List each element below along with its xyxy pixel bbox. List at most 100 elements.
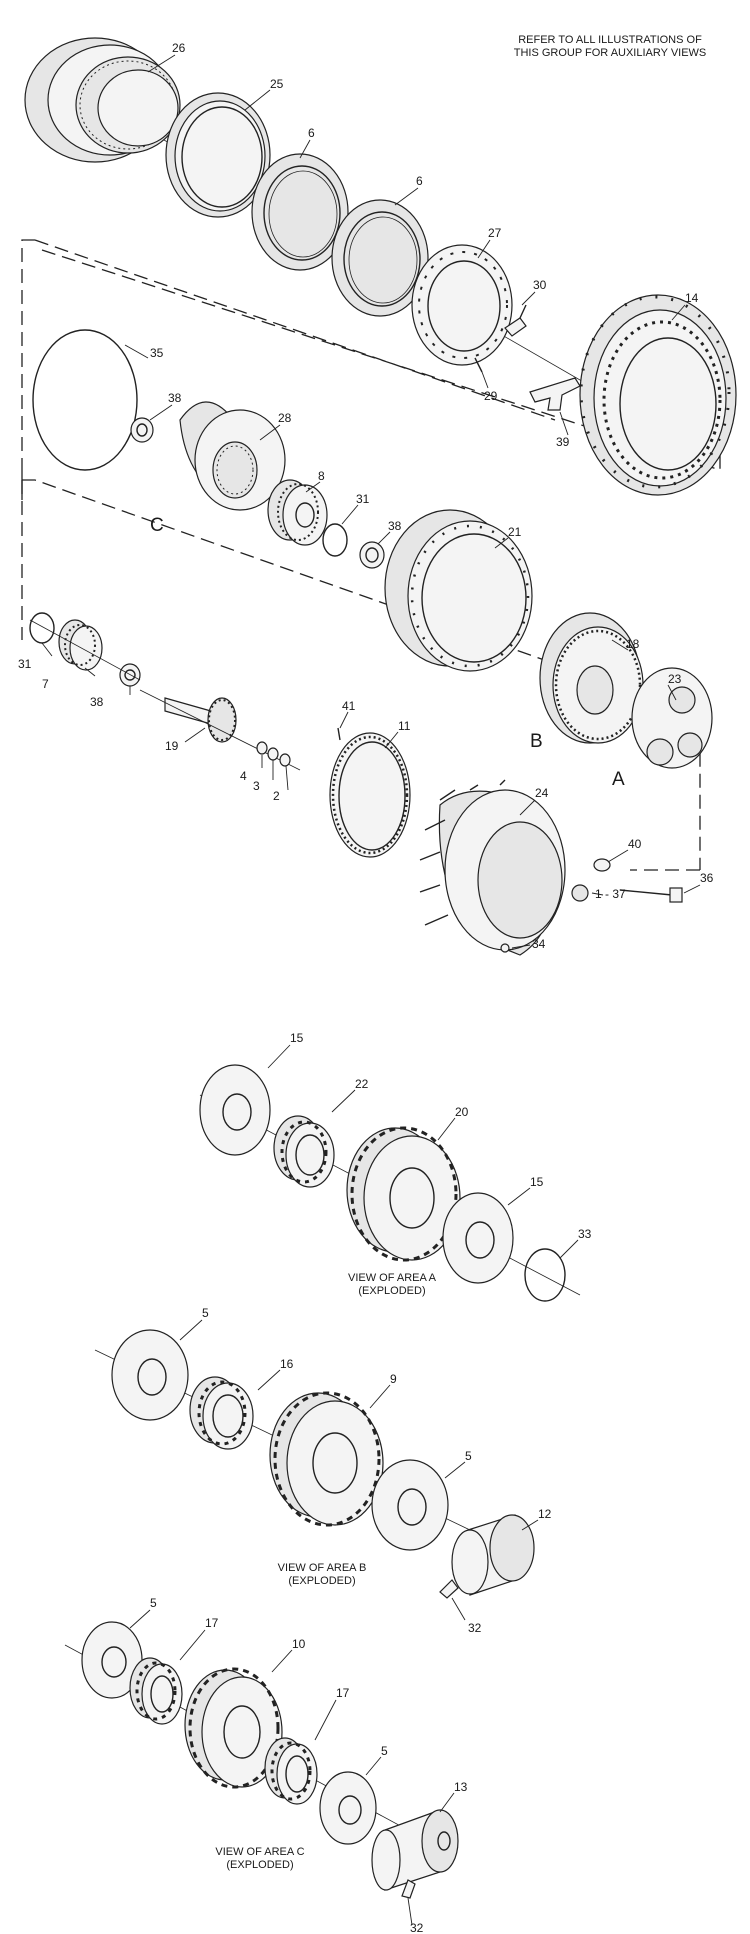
callout-area-a-22: 22 (355, 1077, 369, 1091)
part-34-plug (500, 943, 510, 953)
callout-area-a-15-a: 15 (290, 1031, 304, 1045)
part-19-shaft (164, 697, 237, 743)
part-8-gear (267, 479, 328, 546)
leader-lines-area-a (267, 1044, 579, 1259)
callout-38-b: 38 (388, 519, 402, 533)
callout-25: 25 (270, 77, 284, 91)
area-a-washer-15-b (442, 1192, 514, 1284)
callout-8: 8 (318, 469, 325, 483)
part-39-bracket (529, 377, 581, 411)
part-40-washer (593, 858, 611, 872)
area-b-washer-5-b (371, 1459, 449, 1551)
header-note: REFER TO ALL ILLUSTRATIONS OF THIS GROUP… (480, 34, 740, 60)
header-note-line2: THIS GROUP FOR AUXILIARY VIEWS (513, 47, 707, 59)
part-28-planet-carrier (179, 401, 286, 511)
part-6-seal-b (331, 199, 429, 317)
part-38-washer-b (359, 541, 385, 569)
callout-area-b-5-a: 5 (202, 1306, 209, 1320)
callout-36: 36 (700, 871, 714, 885)
area-c-bearing-17-a (129, 1657, 183, 1725)
callout-4: 4 (240, 769, 247, 783)
callout-area-c-17-b: 17 (336, 1686, 350, 1700)
callout-area-b-5-b: 5 (465, 1449, 472, 1463)
callout-area-b-9: 9 (390, 1372, 397, 1386)
caption-area-c-title: VIEW OF AREA C (215, 1846, 305, 1858)
axis-line-left (29, 619, 141, 681)
callout-29: 29 (484, 389, 498, 403)
callout-19: 19 (165, 739, 179, 753)
callout-3: 3 (253, 779, 260, 793)
callout-24: 24 (535, 786, 549, 800)
callout-23: 23 (668, 672, 682, 686)
callout-area-a-33: 33 (578, 1227, 592, 1241)
caption-area-a-subtitle: (EXPLODED) (358, 1285, 426, 1297)
area-c-washer-5-b (319, 1771, 377, 1845)
caption-area-b-title: VIEW OF AREA B (277, 1562, 367, 1574)
area-a-washer-15-a (199, 1064, 271, 1156)
part-26-housing (24, 37, 181, 163)
area-a-bearing-22 (273, 1115, 335, 1188)
callout-area-c-32: 32 (410, 1921, 424, 1934)
callout-11: 11 (398, 719, 411, 733)
part-38-washer-a (130, 417, 154, 443)
callout-area-c-13: 13 (454, 1780, 468, 1794)
part-36-bolt (619, 887, 683, 903)
callout-6-b: 6 (416, 174, 423, 188)
part-21-drum (384, 509, 533, 672)
leader-lines-area-b (179, 1319, 539, 1621)
area-a-gear-20 (346, 1126, 461, 1262)
dashed-boundary-lower (21, 479, 701, 871)
leader-lines-area-c (129, 1609, 455, 1926)
area-letter-c: C (150, 515, 164, 536)
area-c-washer-5-a (81, 1621, 143, 1699)
header-note-line1: REFER TO ALL ILLUSTRATIONS OF (518, 34, 702, 46)
part-30-bracket (504, 304, 527, 337)
area-b-bearing-16 (189, 1376, 254, 1450)
callout-30: 30 (533, 278, 547, 292)
area-letter-a: A (612, 769, 625, 790)
callout-2: 2 (273, 789, 280, 803)
dashed-boundary-upper (21, 239, 721, 500)
part-2-washer (279, 753, 291, 767)
callout-area-c-5-b: 5 (381, 1744, 388, 1758)
area-letter-b: B (530, 731, 543, 752)
callout-40: 40 (628, 837, 642, 851)
callout-area-b-32: 32 (468, 1621, 482, 1635)
callout-area-c-5-a: 5 (150, 1596, 157, 1610)
callout-14: 14 (685, 291, 699, 305)
callout-21: 21 (508, 525, 522, 539)
callout-38-c: 38 (90, 695, 104, 709)
area-b-washer-5-a (111, 1329, 189, 1421)
callout-39: 39 (556, 435, 570, 449)
part-7-gear (58, 619, 103, 671)
part-4-washer (256, 741, 268, 755)
callout-28: 28 (278, 411, 292, 425)
part-29-pin (474, 357, 483, 373)
callout-area-c-17-a: 17 (205, 1616, 219, 1630)
part-24-hub (419, 779, 566, 956)
part-31-snap-ring-a (322, 523, 348, 557)
part-25-seal-ring (165, 92, 271, 218)
caption-area-b: VIEW OF AREA B (EXPLODED) (242, 1562, 402, 1588)
caption-area-c: VIEW OF AREA C (EXPLODED) (180, 1846, 340, 1872)
area-b-gear-9 (269, 1391, 384, 1527)
callout-7: 7 (42, 677, 49, 691)
part-1-37-nut (571, 884, 589, 902)
callout-18: 18 (626, 637, 640, 651)
part-14-ring-gear-housing (579, 294, 737, 496)
part-35-o-ring (32, 329, 138, 471)
callout-38-a: 38 (168, 391, 182, 405)
callout-area-b-16: 16 (280, 1357, 294, 1371)
area-c-gear-10 (184, 1667, 283, 1789)
part-23-planet-set (631, 667, 713, 769)
area-a-snap-ring-33 (524, 1248, 566, 1302)
callout-26: 26 (172, 41, 186, 55)
callout-41: 41 (342, 699, 356, 713)
caption-area-b-subtitle: (EXPLODED) (288, 1575, 356, 1587)
area-c-bearing-17-b (264, 1737, 318, 1805)
part-3-washer (267, 747, 279, 761)
callout-31-b: 31 (18, 657, 32, 671)
callout-area-b-12: 12 (538, 1507, 552, 1521)
